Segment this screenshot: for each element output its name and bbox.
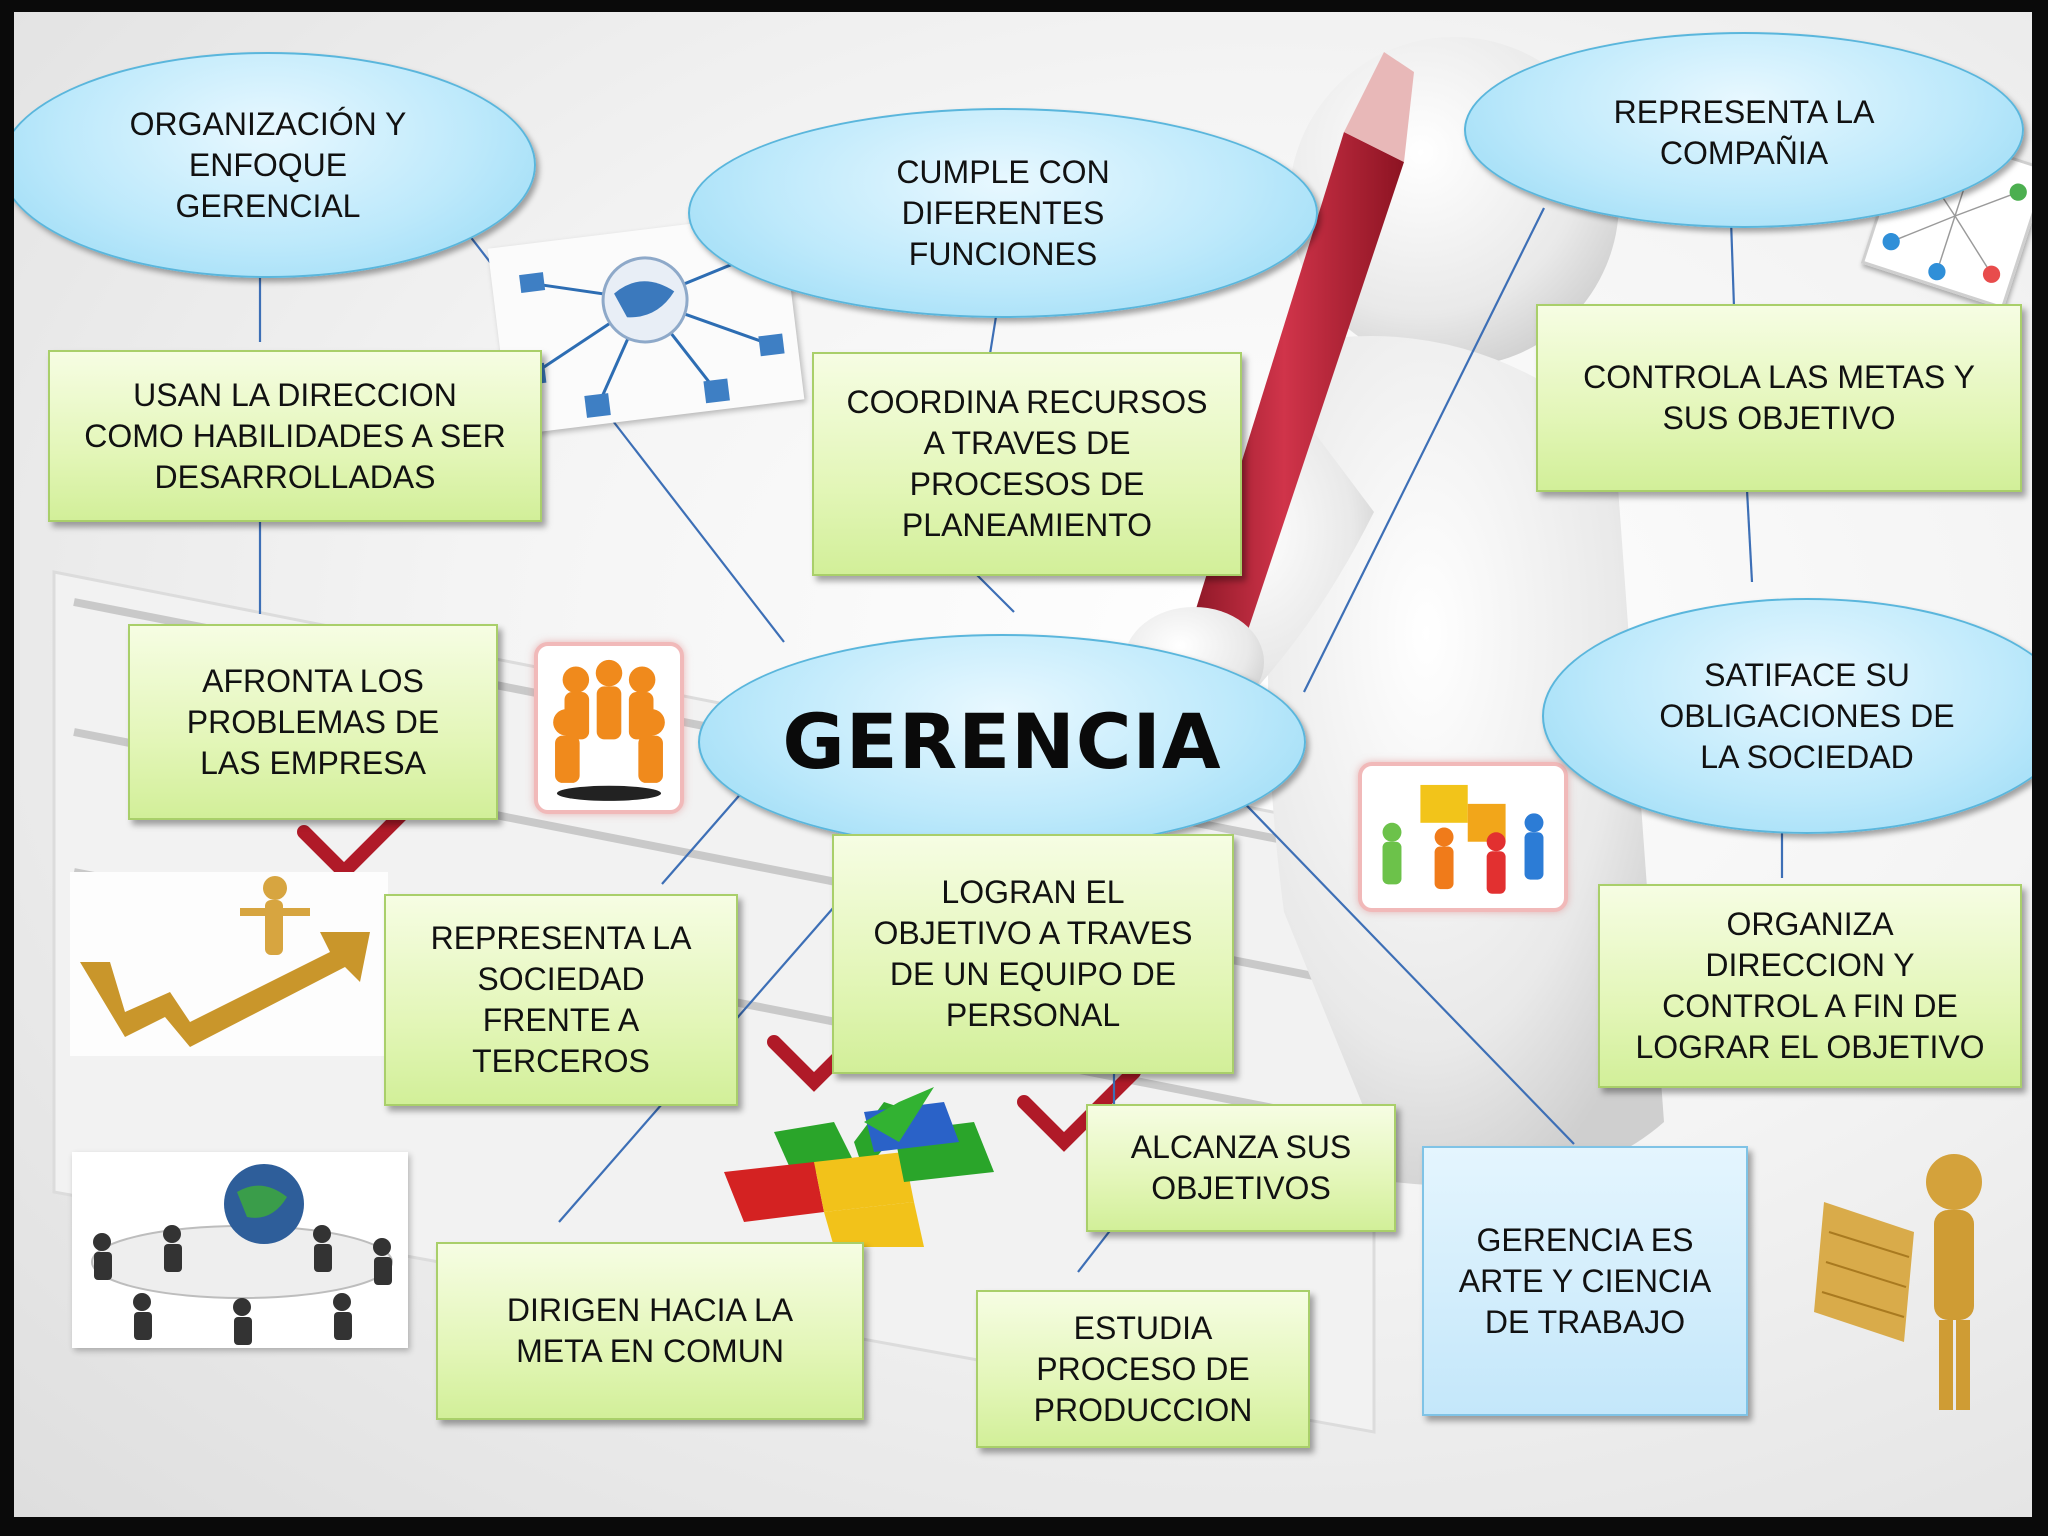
box-dirigen-meta: DIRIGEN HACIA LA META EN COMUN bbox=[436, 1242, 864, 1420]
box-estudia-proceso-label: ESTUDIA PROCESO DE PRODUCCION bbox=[1033, 1309, 1253, 1428]
oval-satisface-label: SATIFACE SU OBLIGACIONES DE LA SOCIEDAD bbox=[1659, 656, 1955, 775]
box-representa-sociedad: REPRESENTA LA SOCIEDAD FRENTE A TERCEROS bbox=[384, 894, 738, 1106]
central-topic-label: GERENCIA bbox=[782, 697, 1222, 786]
connector-compania-controla bbox=[1729, 219, 1736, 308]
oval-cumple-label: CUMPLE CON DIFERENTES FUNCIONES bbox=[896, 153, 1110, 272]
oval-organizacion-enfoque: ORGANIZACIÓN Y ENFOQUE GERENCIAL bbox=[14, 52, 536, 278]
box-afronta-problemas: AFRONTA LOS PROBLEMAS DE LAS EMPRESA bbox=[128, 624, 498, 820]
box-coordina-recursos-label: COORDINA RECURSOS A TRAVES DE PROCESOS D… bbox=[846, 384, 1208, 543]
box-usan-direccion-label: USAN LA DIRECCION COMO HABILIDADES A SER… bbox=[84, 376, 506, 495]
connector-controla-satisface bbox=[1745, 489, 1754, 583]
box-usan-direccion: USAN LA DIRECCION COMO HABILIDADES A SER… bbox=[48, 350, 542, 522]
box-representa-sociedad-label: REPRESENTA LA SOCIEDAD FRENTE A TERCEROS bbox=[430, 920, 692, 1079]
box-organiza-direccion-label: ORGANIZA DIRECCION Y CONTROL A FIN DE LO… bbox=[1635, 906, 1985, 1065]
meeting-globe-icon bbox=[72, 1152, 408, 1348]
connector-central-gerencia-arte bbox=[1223, 781, 1575, 1145]
box-dirigen-meta-label: DIRIGEN HACIA LA META EN COMUN bbox=[506, 1292, 794, 1369]
box-logran-objetivo: LOGRAN EL OBJETIVO A TRAVES DE UN EQUIPO… bbox=[832, 834, 1234, 1074]
box-alcanza-objetivos: ALCANZA SUS OBJETIVOS bbox=[1086, 1104, 1396, 1232]
box-logran-objetivo-label: LOGRAN EL OBJETIVO A TRAVES DE UN EQUIPO… bbox=[873, 874, 1193, 1033]
box-estudia-proceso: ESTUDIA PROCESO DE PRODUCCION bbox=[976, 1290, 1310, 1448]
oval-organizacion-label: ORGANIZACIÓN Y ENFOQUE GERENCIAL bbox=[129, 105, 407, 224]
box-gerencia-arte-ciencia: GERENCIA ES ARTE Y CIENCIA DE TRABAJO bbox=[1422, 1146, 1748, 1416]
box-coordina-recursos: COORDINA RECURSOS A TRAVES DE PROCESOS D… bbox=[812, 352, 1242, 576]
box-organiza-direccion: ORGANIZA DIRECCION Y CONTROL A FIN DE LO… bbox=[1598, 884, 2022, 1088]
box-controla-metas: CONTROLA LAS METAS Y SUS OBJETIVO bbox=[1536, 304, 2022, 492]
people-puzzle-icon bbox=[1358, 762, 1568, 912]
oval-representa-compania-label: REPRESENTA LA COMPAÑIA bbox=[1613, 94, 1875, 171]
golden-growth-arrow-icon bbox=[70, 872, 388, 1056]
connector-central-representa bbox=[661, 781, 752, 885]
connector-compania-central bbox=[1303, 207, 1545, 693]
box-afronta-problemas-label: AFRONTA LOS PROBLEMAS DE LAS EMPRESA bbox=[186, 662, 440, 781]
oval-cumple-funciones: CUMPLE CON DIFERENTES FUNCIONES bbox=[688, 108, 1318, 318]
oval-satisface-obligaciones: SATIFACE SU OBLIGACIONES DE LA SOCIEDAD bbox=[1542, 598, 2032, 834]
golden-figure-laptop-icon bbox=[1804, 1142, 2024, 1432]
box-alcanza-objetivos-label: ALCANZA SUS OBJETIVOS bbox=[1130, 1129, 1352, 1206]
connector-coordina-central bbox=[973, 571, 1015, 613]
oval-representa-compania: REPRESENTA LA COMPAÑIA bbox=[1464, 32, 2024, 228]
box-controla-metas-label: CONTROLA LAS METAS Y SUS OBJETIVO bbox=[1583, 359, 1975, 436]
team-huddle-icon bbox=[534, 642, 684, 814]
concept-map-canvas: ORGANIZACIÓN Y ENFOQUE GERENCIAL CUMPLE … bbox=[14, 12, 2032, 1517]
central-topic-gerencia: GERENCIA bbox=[698, 634, 1306, 850]
puzzle-checkmark-icon bbox=[714, 1082, 1044, 1252]
box-gerencia-arte-label: GERENCIA ES ARTE Y CIENCIA DE TRABAJO bbox=[1458, 1221, 1712, 1340]
